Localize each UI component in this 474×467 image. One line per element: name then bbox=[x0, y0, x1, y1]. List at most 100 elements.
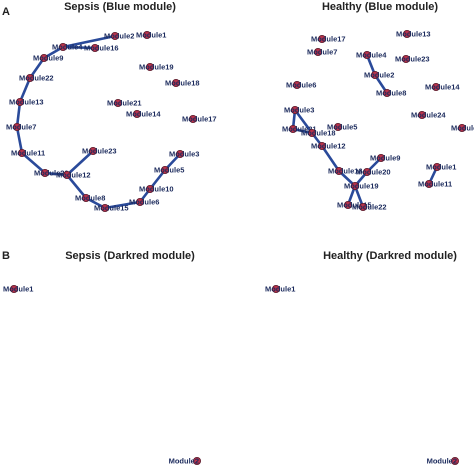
node-label-module4: Module4 bbox=[52, 43, 83, 52]
node-module20 bbox=[41, 168, 50, 177]
node-label-module13: Module13 bbox=[9, 98, 44, 107]
node-label-module21: Module21 bbox=[282, 125, 317, 134]
node-module22 bbox=[358, 202, 367, 211]
node-label-module7: Module7 bbox=[6, 123, 36, 132]
node-label-module12: Module12 bbox=[56, 171, 91, 180]
node-label-module1: Module1 bbox=[136, 31, 166, 40]
node-label-module6: Module6 bbox=[286, 81, 316, 90]
node-label-module3: Module3 bbox=[169, 150, 199, 159]
edge-module12-module8 bbox=[65, 173, 88, 200]
node-label-module2: Module2 bbox=[364, 71, 394, 80]
node-module5 bbox=[333, 123, 342, 132]
node-module15 bbox=[343, 200, 352, 209]
node-label-module5: Module5 bbox=[154, 166, 184, 175]
node-label-module8: Module8 bbox=[376, 89, 406, 98]
node-label-module3: Module3 bbox=[284, 106, 314, 115]
node-module1 bbox=[271, 284, 280, 293]
node-module8 bbox=[82, 193, 91, 202]
node-label-module22: Module22 bbox=[352, 203, 387, 212]
node-module23 bbox=[89, 146, 98, 155]
node-module12 bbox=[317, 141, 326, 150]
node-module1 bbox=[432, 162, 441, 171]
node-label-module9: Module9 bbox=[33, 54, 63, 63]
node-label-module20: Module20 bbox=[356, 168, 391, 177]
node-label-module4: Module4 bbox=[356, 51, 387, 60]
edge-module7-module11 bbox=[15, 125, 24, 155]
node-module13 bbox=[402, 29, 411, 38]
node-module1 bbox=[142, 30, 151, 39]
node-label-module17: Module17 bbox=[182, 115, 217, 124]
node-module3 bbox=[290, 106, 299, 115]
node-module19 bbox=[145, 63, 154, 72]
title-sepsis-darkred: Sepsis (Darkred module) bbox=[65, 250, 195, 262]
node-module14 bbox=[132, 110, 141, 119]
node-label-module20: Module20 bbox=[34, 169, 69, 178]
node-label-module15: Module15 bbox=[337, 201, 372, 210]
node-module12 bbox=[63, 170, 72, 179]
node-module16 bbox=[91, 44, 100, 53]
node-module6 bbox=[135, 197, 144, 206]
title-healthy-blue: Healthy (Blue module) bbox=[321, 1, 439, 13]
edge-module4-module16 bbox=[61, 45, 97, 50]
node-module4 bbox=[362, 51, 371, 60]
node-label-module15: Module15 bbox=[94, 204, 129, 213]
node-module9 bbox=[376, 153, 385, 162]
edge-module12-module16 bbox=[320, 144, 341, 173]
node-module7 bbox=[313, 48, 322, 57]
node-label-module16: Module16 bbox=[84, 44, 119, 53]
node-label-module17: Module17 bbox=[311, 35, 346, 44]
node-module24 bbox=[417, 111, 426, 120]
node-label-module2: Module2 bbox=[104, 32, 134, 41]
panel-label-a: A bbox=[2, 6, 10, 18]
panel-label-b: B bbox=[2, 250, 10, 262]
edge-module11-module20 bbox=[20, 151, 47, 175]
node-module23 bbox=[401, 55, 410, 64]
node-label-module7: Module7 bbox=[307, 48, 337, 57]
node-label-module8: Module8 bbox=[75, 194, 105, 203]
node-label-module11: Module11 bbox=[418, 180, 452, 189]
node-label-module5: Module5 bbox=[327, 123, 357, 132]
node-module10 bbox=[145, 184, 154, 193]
node-label-module10: Module10 bbox=[451, 124, 474, 133]
edge-module2-module4 bbox=[61, 34, 117, 49]
node-module21 bbox=[114, 99, 123, 108]
node-label-module19: Module19 bbox=[139, 63, 174, 72]
edge-module22-module13 bbox=[18, 76, 32, 104]
node-module9 bbox=[40, 54, 49, 63]
node-module2 bbox=[192, 456, 201, 465]
title-healthy-darkred: Healthy (Darkred module) bbox=[323, 250, 457, 262]
edge-module9-module22 bbox=[28, 56, 46, 80]
edge-module12-module23 bbox=[65, 149, 95, 177]
node-module16 bbox=[334, 166, 343, 175]
node-module22 bbox=[25, 74, 34, 83]
node-label-module16: Module16 bbox=[328, 167, 363, 176]
node-module7 bbox=[12, 123, 21, 132]
node-module21 bbox=[288, 125, 297, 134]
node-label-module10: Module10 bbox=[139, 185, 174, 194]
node-module20 bbox=[362, 167, 371, 176]
node-module13 bbox=[15, 98, 24, 107]
node-module19 bbox=[350, 181, 359, 190]
node-module6 bbox=[292, 81, 301, 90]
node-label-module11: Module11 bbox=[11, 149, 45, 158]
node-label-module1: Module1 bbox=[3, 285, 33, 294]
title-sepsis-blue: Sepsis (Blue module) bbox=[64, 1, 176, 13]
node-module2 bbox=[370, 71, 379, 80]
node-module5 bbox=[160, 165, 169, 174]
network-healthy-blue: Module17Module7Module13Module23Module4Mo… bbox=[282, 30, 474, 212]
node-label-module22: Module22 bbox=[19, 74, 54, 83]
node-label-module12: Module12 bbox=[311, 142, 346, 151]
edge-module3-module18 bbox=[293, 108, 314, 135]
node-module17 bbox=[188, 115, 197, 124]
edge-module13-module7 bbox=[15, 100, 22, 129]
node-module18 bbox=[307, 128, 316, 137]
node-module8 bbox=[382, 89, 391, 98]
node-label-module9: Module9 bbox=[370, 154, 400, 163]
node-label-module23: Module23 bbox=[395, 55, 430, 64]
node-module11 bbox=[17, 148, 26, 157]
node-label-module6: Module6 bbox=[129, 198, 159, 207]
